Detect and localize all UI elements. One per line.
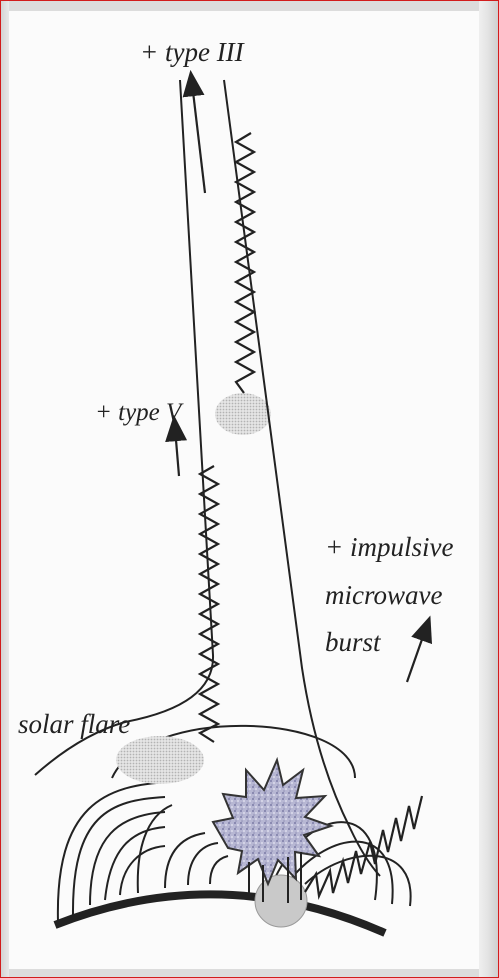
microwave-arrow bbox=[407, 628, 426, 682]
outer-loop-5 bbox=[120, 846, 165, 895]
type-v-wave bbox=[200, 466, 218, 742]
outer-loop-3 bbox=[90, 812, 165, 905]
outer-loop-4 bbox=[105, 827, 165, 900]
label-burst: burst bbox=[325, 627, 382, 657]
flare-burst bbox=[213, 760, 331, 884]
label-microwave: microwave bbox=[325, 580, 442, 610]
microwave-wave bbox=[305, 796, 422, 896]
type-iii-source-shading bbox=[215, 393, 271, 435]
label-solar-flare: solar flare bbox=[18, 709, 130, 739]
loop-top-shading bbox=[116, 736, 204, 784]
arch-loop-4 bbox=[188, 843, 218, 885]
type-iii-wave bbox=[236, 133, 254, 393]
type-iii-arrow bbox=[192, 83, 205, 193]
type-v-arrow bbox=[175, 428, 179, 476]
label-type-iii: + type III bbox=[140, 37, 246, 67]
field-line-left bbox=[35, 80, 213, 775]
label-impulsive: + impulsive bbox=[325, 532, 453, 562]
arch-loop-5 bbox=[210, 856, 228, 884]
arch-loop-3 bbox=[165, 833, 205, 888]
solar-surface bbox=[55, 894, 385, 933]
field-line-right bbox=[224, 80, 380, 876]
label-type-v: + type V bbox=[95, 399, 184, 426]
arch-loop-2 bbox=[138, 805, 172, 893]
